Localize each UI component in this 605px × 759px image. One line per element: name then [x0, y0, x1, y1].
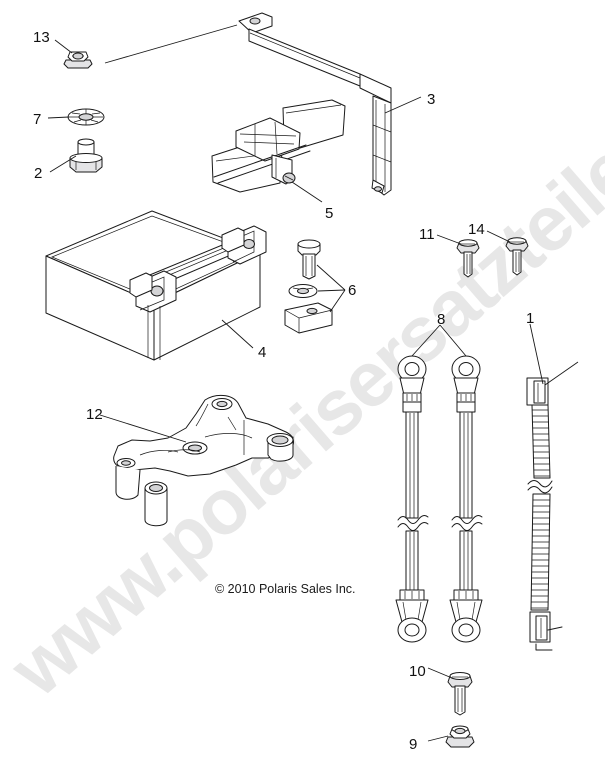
leader-13 [54, 39, 73, 54]
callout-label-5: 5 [325, 205, 334, 222]
leader-7 [47, 116, 70, 119]
part-3-battery-hold-down-rod [238, 12, 392, 196]
part-5-battery-hold-down-plate [211, 99, 346, 193]
leader-2 [49, 155, 77, 173]
part-7-lock-washer [67, 108, 105, 126]
callout-label-10: 10 [409, 663, 426, 680]
part-14-hex-flange-bolt [505, 237, 529, 276]
callout-label-13: 13 [33, 29, 50, 46]
leader-1 [529, 323, 544, 385]
leader-14 [486, 230, 511, 243]
leader-6-c [329, 289, 346, 313]
part-13-flange-nut [63, 51, 93, 69]
part-6-terminal-hardware-kit [284, 239, 333, 334]
callout-label-2: 2 [34, 165, 43, 182]
leader-3 [384, 96, 422, 114]
callout-label-7: 7 [33, 111, 42, 128]
callout-label-3: 3 [427, 91, 436, 108]
callout-label-12: 12 [86, 406, 103, 423]
part-1-wire-harness-conduit [526, 377, 563, 651]
part-12-battery-mount-bracket [113, 395, 294, 527]
callout-label-9: 9 [409, 736, 418, 753]
leader-8-right [439, 324, 467, 357]
callout-label-14: 14 [468, 221, 485, 238]
part-9-flange-nut [445, 725, 475, 748]
part-4-battery [45, 210, 267, 361]
leader-10 [427, 667, 453, 679]
leader-5 [291, 181, 323, 203]
leader-4 [221, 319, 254, 349]
part-8-battery-cable-right [449, 355, 483, 643]
leader-11 [436, 234, 462, 245]
callout-label-1: 1 [526, 310, 535, 327]
leader-8-left [411, 324, 441, 357]
leader-9 [427, 735, 449, 742]
part-8-battery-cable-left [395, 355, 429, 643]
leader-6-a [316, 264, 346, 291]
leader-1-secondary [544, 361, 579, 386]
part-2-bolt [69, 138, 103, 173]
part-11-hex-flange-bolt [456, 239, 480, 278]
callout-label-4: 4 [258, 344, 267, 361]
copyright-notice: © 2010 Polaris Sales Inc. [215, 582, 356, 596]
leader-12 [99, 414, 187, 443]
leader-6-b [317, 289, 346, 292]
leader-3-secondary [104, 24, 238, 64]
part-10-flange-bolt [447, 672, 473, 716]
callout-label-6: 6 [348, 282, 357, 299]
callout-label-8: 8 [437, 311, 446, 328]
callout-label-11: 11 [419, 226, 435, 243]
